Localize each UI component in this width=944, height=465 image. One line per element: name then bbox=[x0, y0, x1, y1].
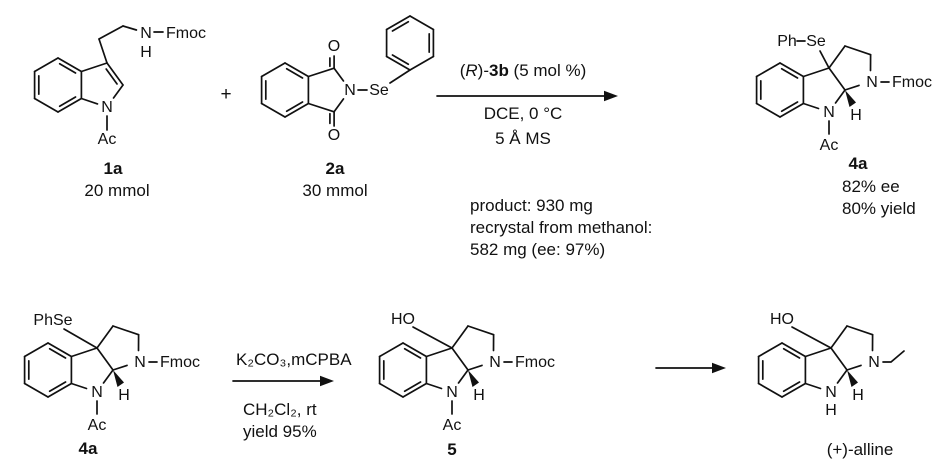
atom-label-ph: Ph bbox=[777, 33, 797, 50]
atom-label-ind-n: N bbox=[91, 384, 103, 401]
pyrrolidine-ring-4a-top bbox=[828, 45, 890, 91]
indoline-ring-alline bbox=[804, 347, 848, 390]
atom-label-ac: Ac bbox=[443, 417, 462, 434]
atom-label-pyr-n: N bbox=[134, 354, 146, 371]
ee-value-4a: 82% ee bbox=[842, 177, 900, 196]
atom-label-ac: Ac bbox=[820, 137, 839, 154]
benzene-ring-alline bbox=[757, 342, 807, 398]
catalyst-r-descriptor: R bbox=[465, 61, 478, 80]
n-methyl-bond bbox=[882, 350, 905, 363]
atom-label-fusion-h: H bbox=[118, 387, 130, 404]
atom-label-ind-n: N bbox=[825, 384, 837, 401]
fmoc-amine-chain-1a bbox=[98, 25, 164, 64]
catalyst-mid: )- bbox=[477, 61, 489, 80]
atom-label-pyr-n: N bbox=[866, 74, 878, 91]
compound-amount-1a: 20 mmol bbox=[84, 181, 150, 200]
benzene-ring-5 bbox=[378, 342, 428, 398]
substituent-label-fmoc: Fmoc bbox=[892, 74, 932, 91]
note-line-1: product: 930 mg bbox=[470, 196, 593, 215]
hydroxyl-bond bbox=[412, 326, 453, 349]
phse-bond bbox=[63, 328, 98, 349]
indoline-ring-5 bbox=[425, 347, 469, 415]
structure-2a: O O N Se bbox=[260, 15, 435, 144]
atom-label-ind-n: N bbox=[446, 384, 458, 401]
benzene-ring-1a bbox=[33, 57, 83, 113]
substituent-label-fmoc: Fmoc bbox=[166, 25, 206, 42]
imide-ring-2a bbox=[307, 55, 345, 127]
atom-label-fusion-h: H bbox=[850, 107, 862, 124]
atom-label-o-top: O bbox=[328, 38, 340, 55]
product-note: product: 930 mg recrystal from methanol:… bbox=[470, 195, 652, 261]
atom-label-fusion-h: H bbox=[473, 387, 485, 404]
selenium-link-2a bbox=[357, 69, 411, 91]
yield-value-4a: 80% yield bbox=[842, 199, 916, 218]
atom-label-o-bottom: O bbox=[328, 127, 340, 144]
substituent-label-fmoc: Fmoc bbox=[515, 354, 555, 371]
atom-label-pyr-n: N bbox=[489, 354, 501, 371]
substituent-label-ho: HO bbox=[770, 311, 794, 328]
catalyst-id: 3b bbox=[488, 61, 509, 80]
stereo-wedge-4a-bottom bbox=[113, 370, 124, 387]
conditions-line-additive: 5 Å MS bbox=[495, 129, 551, 148]
atom-label-ac: Ac bbox=[88, 417, 107, 434]
stereo-wedge-alline bbox=[847, 370, 858, 387]
compound-label-alline: (+)-alline bbox=[826, 440, 894, 459]
compound-amount-2a: 30 mmol bbox=[302, 181, 368, 200]
compound-label-5: 5 bbox=[447, 440, 457, 459]
compound-label-1a: 1a bbox=[103, 159, 123, 178]
atom-label-chain-h: H bbox=[140, 44, 152, 61]
structure-5: HO N Fmoc H N Ac bbox=[378, 311, 555, 434]
compound-label-4a-top: 4a bbox=[848, 154, 868, 173]
atom-label-se: Se bbox=[369, 82, 389, 99]
reaction-arrow-3 bbox=[655, 362, 726, 374]
conditions2-yield: yield 95% bbox=[243, 422, 317, 441]
conditions-line-solvent: DCE, 0 °C bbox=[483, 104, 563, 123]
structure-1a: N Ac N H Fmoc bbox=[33, 25, 206, 148]
atom-label-se: Se bbox=[806, 33, 826, 50]
indoline-ring-4a-top bbox=[802, 67, 846, 135]
phenyl-ring-2a bbox=[385, 15, 435, 71]
substituent-label-fmoc: Fmoc bbox=[160, 354, 200, 371]
benzene-ring-4a-top bbox=[755, 62, 805, 118]
atom-label-indole-n: N bbox=[101, 99, 113, 116]
pyrrolidine-ring-alline bbox=[830, 325, 905, 371]
conditions2-reagents: K₂CO₃,mCPBA bbox=[236, 350, 352, 369]
atom-label-pyr-n: N bbox=[868, 354, 880, 371]
compound-label-2a: 2a bbox=[325, 159, 345, 178]
atom-label-ac: Ac bbox=[98, 131, 117, 148]
compound-label-4a-bottom: 4a bbox=[78, 439, 98, 458]
benzene-ring-2a bbox=[260, 62, 310, 118]
conditions2-solvent: CH₂Cl₂, rt bbox=[243, 400, 317, 419]
indoline-ring-4a-bottom bbox=[70, 347, 114, 415]
conditions-line-catalyst: (R)-3b (5 mol %) bbox=[436, 61, 610, 81]
atom-label-chain-n: N bbox=[140, 25, 152, 42]
hydroxyl-bond bbox=[791, 326, 832, 349]
atom-label-ind-nh: H bbox=[825, 402, 837, 419]
catalyst-prefix: ( bbox=[459, 61, 466, 80]
atom-label-imide-n: N bbox=[344, 82, 356, 99]
stereo-wedge-5 bbox=[468, 370, 479, 387]
reaction-arrow-2 bbox=[232, 375, 334, 387]
note-line-2: recrystal from methanol: bbox=[470, 218, 653, 237]
substituent-label-ho: HO bbox=[391, 311, 415, 328]
atom-label-fusion-h: H bbox=[852, 387, 864, 404]
substituent-label-phse: PhSe bbox=[33, 312, 72, 329]
structure-4a-bottom: PhSe N Fmoc H N Ac bbox=[23, 312, 200, 434]
catalyst-loading: (5 mol %) bbox=[508, 61, 587, 80]
structure-4a-top: Ph Se N Fmoc H N Ac bbox=[755, 33, 932, 154]
stereo-wedge-4a-top bbox=[845, 90, 856, 107]
benzene-ring-4a-bottom bbox=[23, 342, 73, 398]
pyrrole-ring-1a bbox=[80, 62, 124, 131]
pyrrolidine-ring-5 bbox=[451, 325, 513, 371]
reaction-arrow-1 bbox=[436, 90, 618, 102]
structure-alline: HO N H N H bbox=[757, 311, 905, 419]
atom-label-ind-n: N bbox=[823, 104, 835, 121]
pyrrolidine-ring-4a-bottom bbox=[96, 325, 158, 371]
seleno-phenyl-4a-top bbox=[796, 40, 830, 69]
plus-sign: + bbox=[220, 84, 232, 105]
note-line-3: 582 mg (ee: 97%) bbox=[470, 240, 606, 259]
